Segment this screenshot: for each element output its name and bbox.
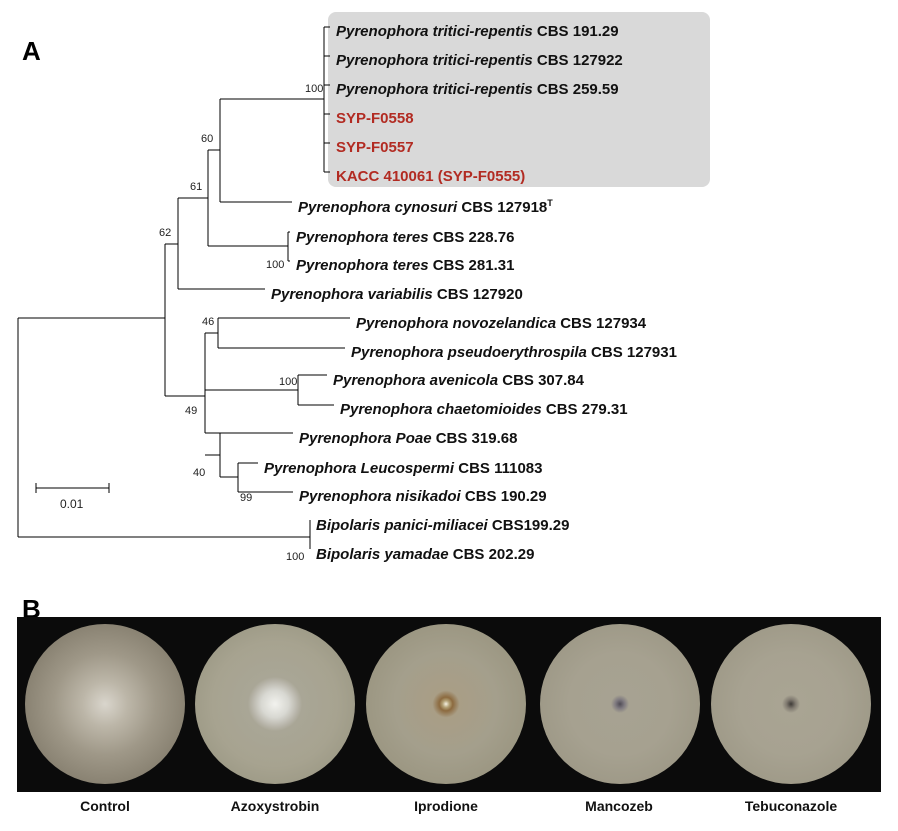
petri-dish-photo-strip <box>17 617 881 792</box>
taxon-label: SYP-F0557 <box>336 139 414 156</box>
panel-a-label: A <box>22 36 41 66</box>
bootstrap-value: 60 <box>201 133 213 145</box>
bootstrap-value: 100 <box>279 376 297 388</box>
plate-label-tebuconazole: Tebuconazole <box>744 798 838 814</box>
taxon-label: Pyrenophora avenicola CBS 307.84 <box>333 372 585 389</box>
taxon-label: Pyrenophora tritici-repentis CBS 259.59 <box>336 81 619 98</box>
taxon-label: Pyrenophora novozelandica CBS 127934 <box>356 315 647 332</box>
taxon-label: Pyrenophora variabilis CBS 127920 <box>271 286 523 303</box>
taxon-label: Pyrenophora nisikadoi CBS 190.29 <box>299 488 547 505</box>
scale-bar <box>35 483 110 493</box>
bootstrap-value: 61 <box>190 181 202 193</box>
petri-dish-control <box>25 624 185 784</box>
plate-label-control: Control <box>80 798 130 814</box>
petri-dish-azoxystrobin <box>195 624 355 784</box>
tree-branches <box>17 26 350 549</box>
plate-label-mancozeb: Mancozeb <box>585 798 653 814</box>
taxon-label: KACC 410061 (SYP-F0555) <box>336 168 525 185</box>
plate-label-azoxystrobin: Azoxystrobin <box>230 798 320 814</box>
clade-highlight-box <box>328 12 710 187</box>
taxon-label: Pyrenophora tritici-repentis CBS 191.29 <box>336 23 619 40</box>
bootstrap-value: 100 <box>286 551 304 563</box>
taxon-label: Pyrenophora teres CBS 281.31 <box>296 257 514 274</box>
panel-b-label: B <box>22 594 41 624</box>
petri-dish-tebuconazole <box>711 624 871 784</box>
taxon-label: Pyrenophora teres CBS 228.76 <box>296 229 514 246</box>
taxon-label: Pyrenophora chaetomioides CBS 279.31 <box>340 401 628 418</box>
taxon-label: Pyrenophora Poae CBS 319.68 <box>299 430 517 447</box>
bootstrap-labels: 100 60 61 100 62 46 100 49 40 99 100 <box>159 83 323 563</box>
bootstrap-value: 62 <box>159 227 171 239</box>
bootstrap-value: 100 <box>266 259 284 271</box>
petri-dish-mancozeb <box>540 624 700 784</box>
taxon-label: Pyrenophora cynosuri CBS 127918T <box>298 198 553 216</box>
petri-dish-iprodione <box>366 624 526 784</box>
bootstrap-value: 49 <box>185 405 197 417</box>
bootstrap-value: 99 <box>240 492 252 504</box>
bootstrap-value: 46 <box>202 316 214 328</box>
bootstrap-value: 100 <box>305 83 323 95</box>
phylogenetic-tree: 100 60 61 100 62 46 100 49 40 99 100 Pyrenophora t… <box>17 12 710 563</box>
taxon-label: Pyrenophora Leucospermi CBS 111083 <box>264 460 542 477</box>
taxon-label: Pyrenophora tritici-repentis CBS 127922 <box>336 52 623 69</box>
scale-bar-label: 0.01 <box>60 497 84 511</box>
taxon-label: Pyrenophora pseudoerythrospila CBS 12793… <box>351 344 677 361</box>
taxon-label: Bipolaris yamadae CBS 202.29 <box>316 546 534 563</box>
taxon-labels: Pyrenophora tritici-repentis CBS 191.29P… <box>264 23 677 563</box>
plate-label-iprodione: Iprodione <box>414 798 478 814</box>
bootstrap-value: 40 <box>193 467 205 479</box>
taxon-label: SYP-F0558 <box>336 110 414 127</box>
taxon-label: Bipolaris panici-miliacei CBS199.29 <box>316 517 569 534</box>
